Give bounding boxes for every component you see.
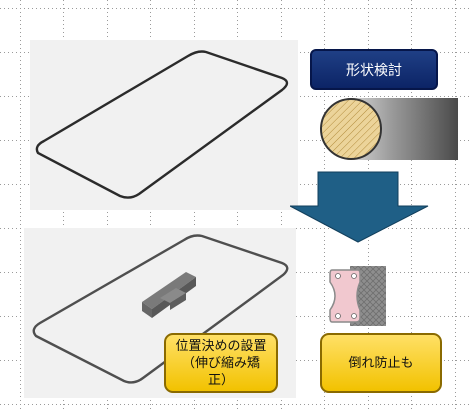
positioning-label-line2: （伸び縮み矯 bbox=[181, 355, 260, 371]
shape-study-label: 形状検討 bbox=[346, 62, 402, 79]
positioning-label-line1: 位置決めの設置 bbox=[175, 338, 267, 354]
isometric-frame-bottom bbox=[32, 234, 289, 384]
isometric-frame-top bbox=[35, 50, 289, 199]
down-arrow bbox=[290, 171, 429, 243]
positioning-label-line3: 正） bbox=[207, 372, 234, 388]
cross-section-h-profile-image bbox=[329, 266, 386, 326]
positioning-callout: 位置決めの設置 （伸び縮み矯 正） bbox=[164, 333, 278, 393]
fall-prevention-label: 倒れ防止も bbox=[348, 355, 414, 371]
shape-study-title-box: 形状検討 bbox=[310, 49, 438, 90]
fall-prevention-callout: 倒れ防止も bbox=[320, 333, 442, 393]
positioning-block bbox=[142, 272, 196, 318]
cross-section-circle-image bbox=[320, 98, 458, 160]
